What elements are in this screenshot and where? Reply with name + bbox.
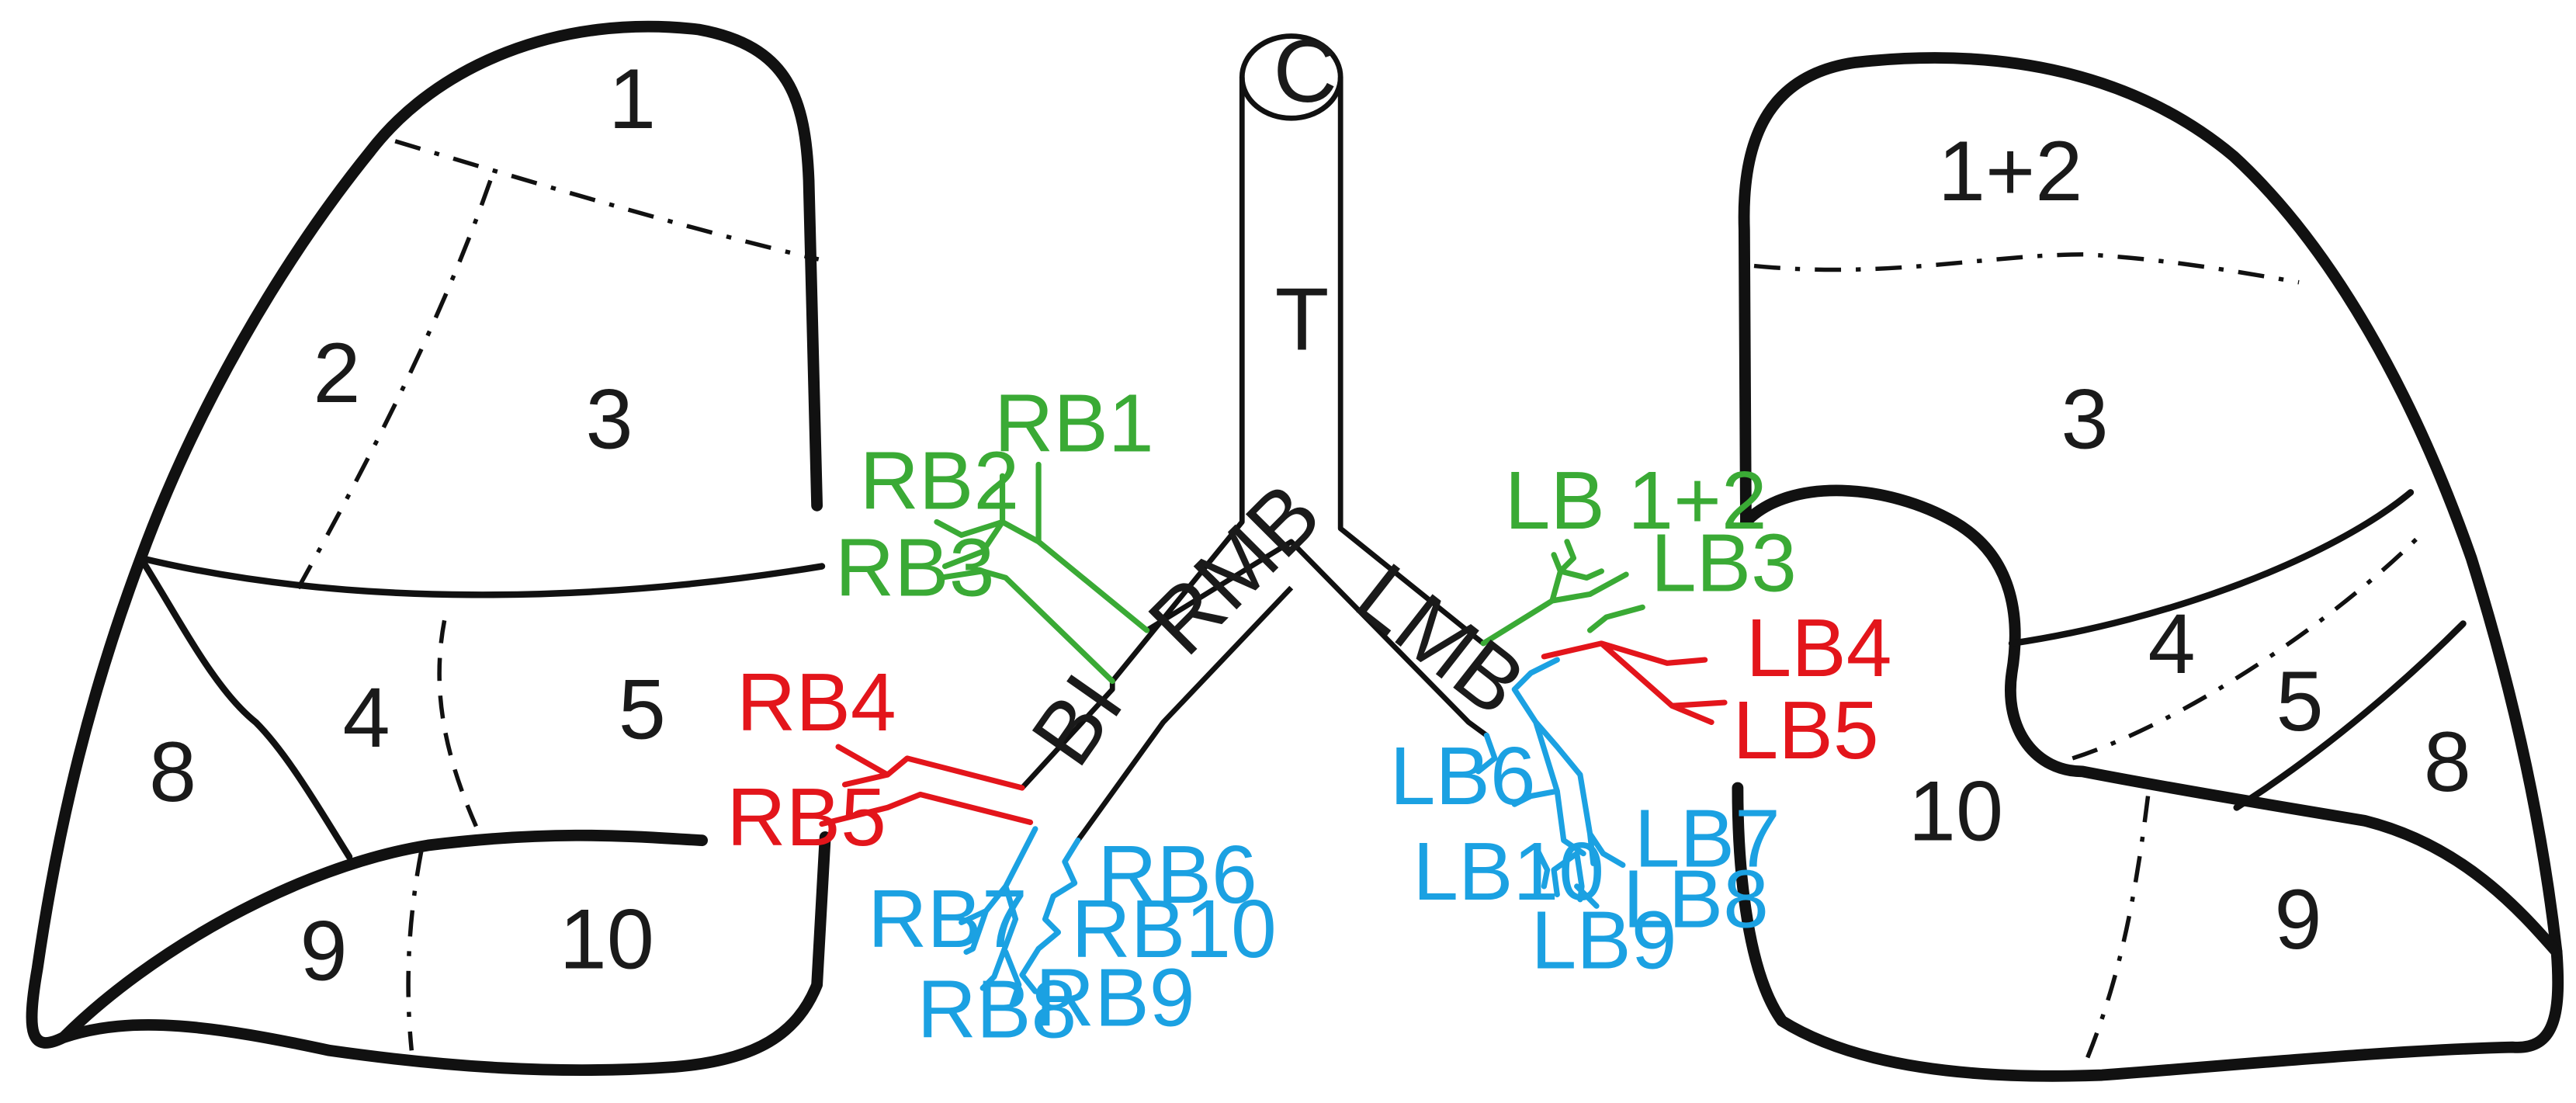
rb-upper-branch	[934, 461, 1150, 685]
rb8-label: RB8	[917, 963, 1077, 1055]
right-lower-bronchi	[959, 826, 1081, 1008]
rb3-label: RB3	[835, 522, 995, 614]
rb6-label: RB6	[1097, 829, 1257, 921]
left-seg-label-10: 10	[1909, 764, 2003, 859]
left-seg-line-3	[2080, 796, 2151, 1071]
lb7-label: LB7	[1635, 793, 1780, 885]
right-bronchus-labels: RB1 RB2 RB3 RB4 RB5 RB6 RB7 RB8 RB9 RB10	[726, 378, 1277, 1056]
trachea-right-wall	[1337, 77, 1486, 646]
left-seg-label-5: 5	[2276, 654, 2323, 749]
left-seg-label-4: 4	[2148, 596, 2196, 692]
rb-lower-branch	[959, 826, 1081, 1008]
rb10-label: RB10	[1071, 883, 1276, 975]
rmb-label: RMB	[1130, 465, 1339, 674]
left-lung	[1732, 52, 2564, 1082]
left-fissure-middle	[2233, 620, 2467, 811]
right-upper-bronchi	[934, 461, 1150, 685]
left-seg-label-8: 8	[2424, 714, 2471, 810]
trachea-label: T	[1275, 270, 1330, 369]
lb4-label: LB4	[1746, 602, 1891, 694]
left-segment-labels: 1+2 3 4 5 8 9 10	[1909, 123, 2471, 967]
right-horizontal-fissure	[137, 554, 826, 598]
left-seg-label-9: 9	[2274, 872, 2321, 967]
rb4-label: RB4	[737, 657, 896, 748]
rb1-label: RB1	[994, 378, 1154, 470]
right-seg-line-1	[394, 139, 820, 262]
lb3-label: LB3	[1651, 517, 1797, 609]
lb-lower-branch	[1475, 657, 1626, 909]
lb1-2-label: LB 1+2	[1505, 455, 1767, 546]
intermedius-wall	[1076, 585, 1294, 842]
right-lung	[26, 20, 831, 1077]
right-seg-label-8: 8	[149, 724, 196, 820]
rb7-label: RB7	[868, 873, 1028, 965]
right-seg-line-4	[406, 849, 424, 1051]
lb10-label: LB10	[1413, 826, 1604, 917]
rb9-label: RB9	[1035, 952, 1195, 1044]
lb9-label: LB9	[1531, 895, 1676, 987]
lb8-label: LB8	[1623, 854, 1769, 945]
lb5-label: LB5	[1733, 685, 1879, 776]
right-seg-label-4: 4	[343, 670, 390, 765]
left-fissure-upper	[2008, 489, 2415, 647]
left-seg-line-1	[1753, 252, 2300, 285]
bi-label: BI	[1013, 657, 1142, 782]
lmb-label: LMB	[1338, 545, 1542, 735]
right-seg-label-10: 10	[560, 892, 654, 987]
lb-upper-branch	[1480, 539, 1645, 647]
left-seg-label-3: 3	[2061, 371, 2108, 467]
right-middle-bronchi	[819, 744, 1034, 827]
right-seg-line-3	[437, 619, 480, 830]
left-seg-line-2	[2072, 532, 2424, 761]
left-lower-bronchi	[1475, 657, 1626, 909]
left-upper-bronchi	[1480, 539, 1645, 647]
right-seg-label-2: 2	[313, 325, 360, 421]
right-lower-fissure	[57, 829, 708, 1043]
right-segment-labels: 1 2 3 4 5 8 9 10	[149, 51, 666, 998]
lb-lingula-branch	[1541, 640, 1728, 726]
left-seg-label-1-2: 1+2	[1938, 123, 2083, 219]
right-seg-label-9: 9	[300, 903, 348, 998]
left-bronchus-labels: LB 1+2 LB3 LB4 LB5 LB6 LB7 LB8 LB9 LB10	[1390, 455, 1892, 987]
lb6-label: LB6	[1390, 730, 1536, 822]
right-oblique-fissure	[137, 554, 353, 861]
rb2-label: RB2	[860, 435, 1020, 527]
rb5-label: RB5	[726, 772, 886, 863]
right-seg-label-1: 1	[608, 51, 656, 147]
right-lung-outline	[26, 20, 831, 1077]
left-lung-outline	[1732, 52, 2564, 1082]
right-seg-label-5: 5	[619, 662, 666, 758]
carina-wall-right-side	[1145, 539, 1489, 738]
left-cardiac-notch	[1740, 484, 2563, 958]
right-seg-label-3: 3	[585, 371, 633, 467]
right-seg-line-2	[294, 179, 493, 592]
cricoid-label: C	[1273, 23, 1337, 121]
left-lingula-bronchi	[1541, 640, 1728, 726]
rb-middle-branch	[819, 744, 1034, 827]
